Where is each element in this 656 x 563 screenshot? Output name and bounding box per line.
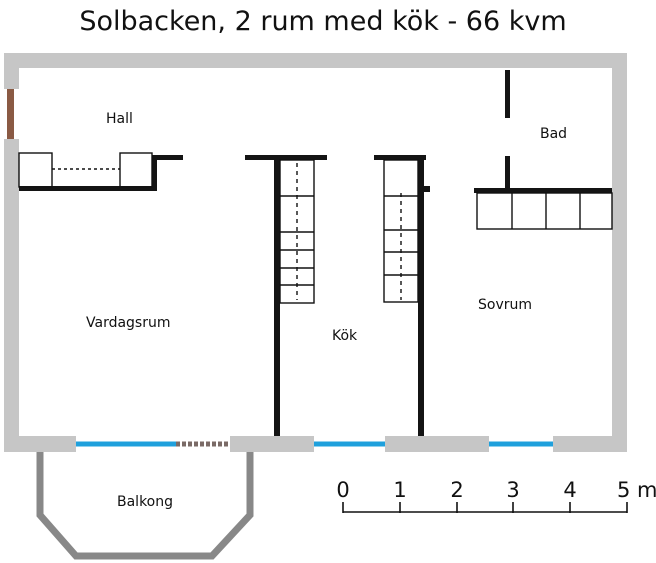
scale-label-3: 3	[506, 478, 519, 502]
hall-wardrobe-right	[119, 152, 153, 188]
bedroom-wardrobes-outline	[476, 192, 613, 230]
entrance-door	[7, 89, 14, 139]
inner-wall-bath-lower	[505, 156, 510, 191]
inner-wall-kitchen-left	[274, 155, 280, 436]
room-label-sovrum: Sovrum	[478, 297, 532, 313]
scale-bar: 0 1 2 3 4 5 m	[336, 478, 656, 513]
inner-wall-bath-upper	[505, 70, 510, 118]
outer-wall-left-lower	[4, 139, 19, 452]
kitchen-right-counter	[383, 159, 419, 303]
outer-wall-right	[612, 53, 627, 452]
outer-wall-top	[4, 53, 627, 68]
inner-wall-kitchen-left-top	[245, 155, 327, 160]
inner-walls	[19, 70, 612, 436]
outer-wall-bottom-1	[4, 436, 76, 452]
kitchen-right-counter-outline	[383, 159, 419, 303]
scale-ticks	[342, 502, 628, 513]
plan-title: Solbacken, 2 rum med kök - 66 kvm	[79, 6, 566, 37]
kitchen-left-counter	[279, 159, 315, 304]
scale-label-5: 5 m	[617, 478, 656, 502]
room-label-hall: Hall	[106, 111, 133, 127]
inner-wall-bath-bottom	[474, 188, 612, 193]
outer-walls	[4, 53, 627, 452]
inner-wall-hall-2	[152, 156, 157, 191]
hall-wardrobe-left	[18, 152, 53, 188]
outer-wall-bottom-4	[553, 436, 627, 452]
bedroom-wardrobes	[476, 192, 613, 230]
scale-label-0: 0	[336, 478, 349, 502]
inner-wall-kitchen-right	[418, 155, 424, 436]
inner-wall-hall-3	[152, 155, 183, 160]
scale-label-4: 4	[563, 478, 576, 502]
room-label-balkong: Balkong	[117, 494, 173, 510]
balcony-outline	[36, 452, 254, 560]
outer-wall-bottom-2	[230, 436, 314, 452]
outer-wall-bottom-3	[385, 436, 489, 452]
room-label-kok: Kök	[332, 328, 358, 344]
room-label-vardagsrum: Vardagsrum	[86, 315, 171, 331]
inner-wall-kitchen-right-top	[374, 155, 426, 160]
scale-label-1: 1	[393, 478, 406, 502]
inner-wall-kitchen-right-nub	[424, 186, 430, 192]
scale-label-2: 2	[450, 478, 463, 502]
room-label-bad: Bad	[540, 126, 567, 142]
inner-wall-hall	[19, 186, 157, 191]
hall-wardrobe	[18, 152, 153, 188]
outer-wall-left-upper	[4, 53, 19, 89]
